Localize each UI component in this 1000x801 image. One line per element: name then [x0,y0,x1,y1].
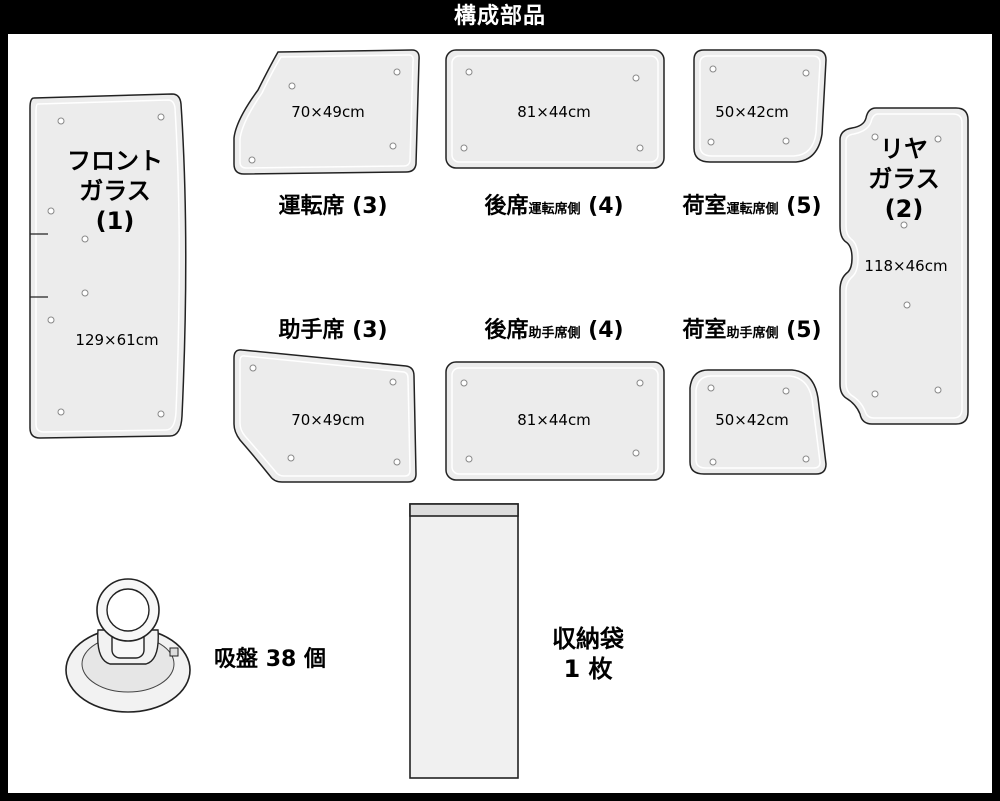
rear-glass-shade [839,107,969,425]
suction-cup-icon [65,578,191,713]
rear-glass-label: リヤ ガラス (2) [868,135,940,223]
suction-cup-label: 吸盤 38 個 [214,647,326,672]
rear-glass-size: 118×46cm [864,257,948,275]
rear-passenger-size: 81×44cm [517,411,591,429]
driver-seat-label: 運転席 (3) [278,194,388,219]
rear-seat-passenger-shade [445,361,665,481]
front-glass-size: 129×61cm [75,331,159,349]
front-glass-label: フロント ガラス (1) [67,147,163,235]
storage-bag-label: 収納袋 1 枚 [552,625,624,683]
page-title: 構成部品 [453,4,546,29]
cargo-passenger-shade [689,369,827,475]
cargo-passenger-size: 50×42cm [715,411,789,429]
rear-driver-label: 後席運転席側 (4) [484,194,624,219]
rear-driver-size: 81×44cm [517,103,591,121]
driver-seat-size: 70×49cm [291,103,365,121]
passenger-seat-label: 助手席 (3) [278,318,388,343]
driver-seat-shade [233,49,420,175]
passenger-seat-shade [233,349,417,483]
storage-bag-icon [409,503,519,779]
rear-seat-driver-shade [445,49,665,169]
cargo-driver-label: 荷室運転席側 (5) [682,194,822,219]
rear-passenger-label: 後席助手席側 (4) [484,318,624,343]
cargo-driver-shade [693,49,827,163]
passenger-seat-size: 70×49cm [291,411,365,429]
front-glass-shade [29,93,187,439]
cargo-passenger-label: 荷室助手席側 (5) [682,318,822,343]
cargo-driver-size: 50×42cm [715,103,789,121]
